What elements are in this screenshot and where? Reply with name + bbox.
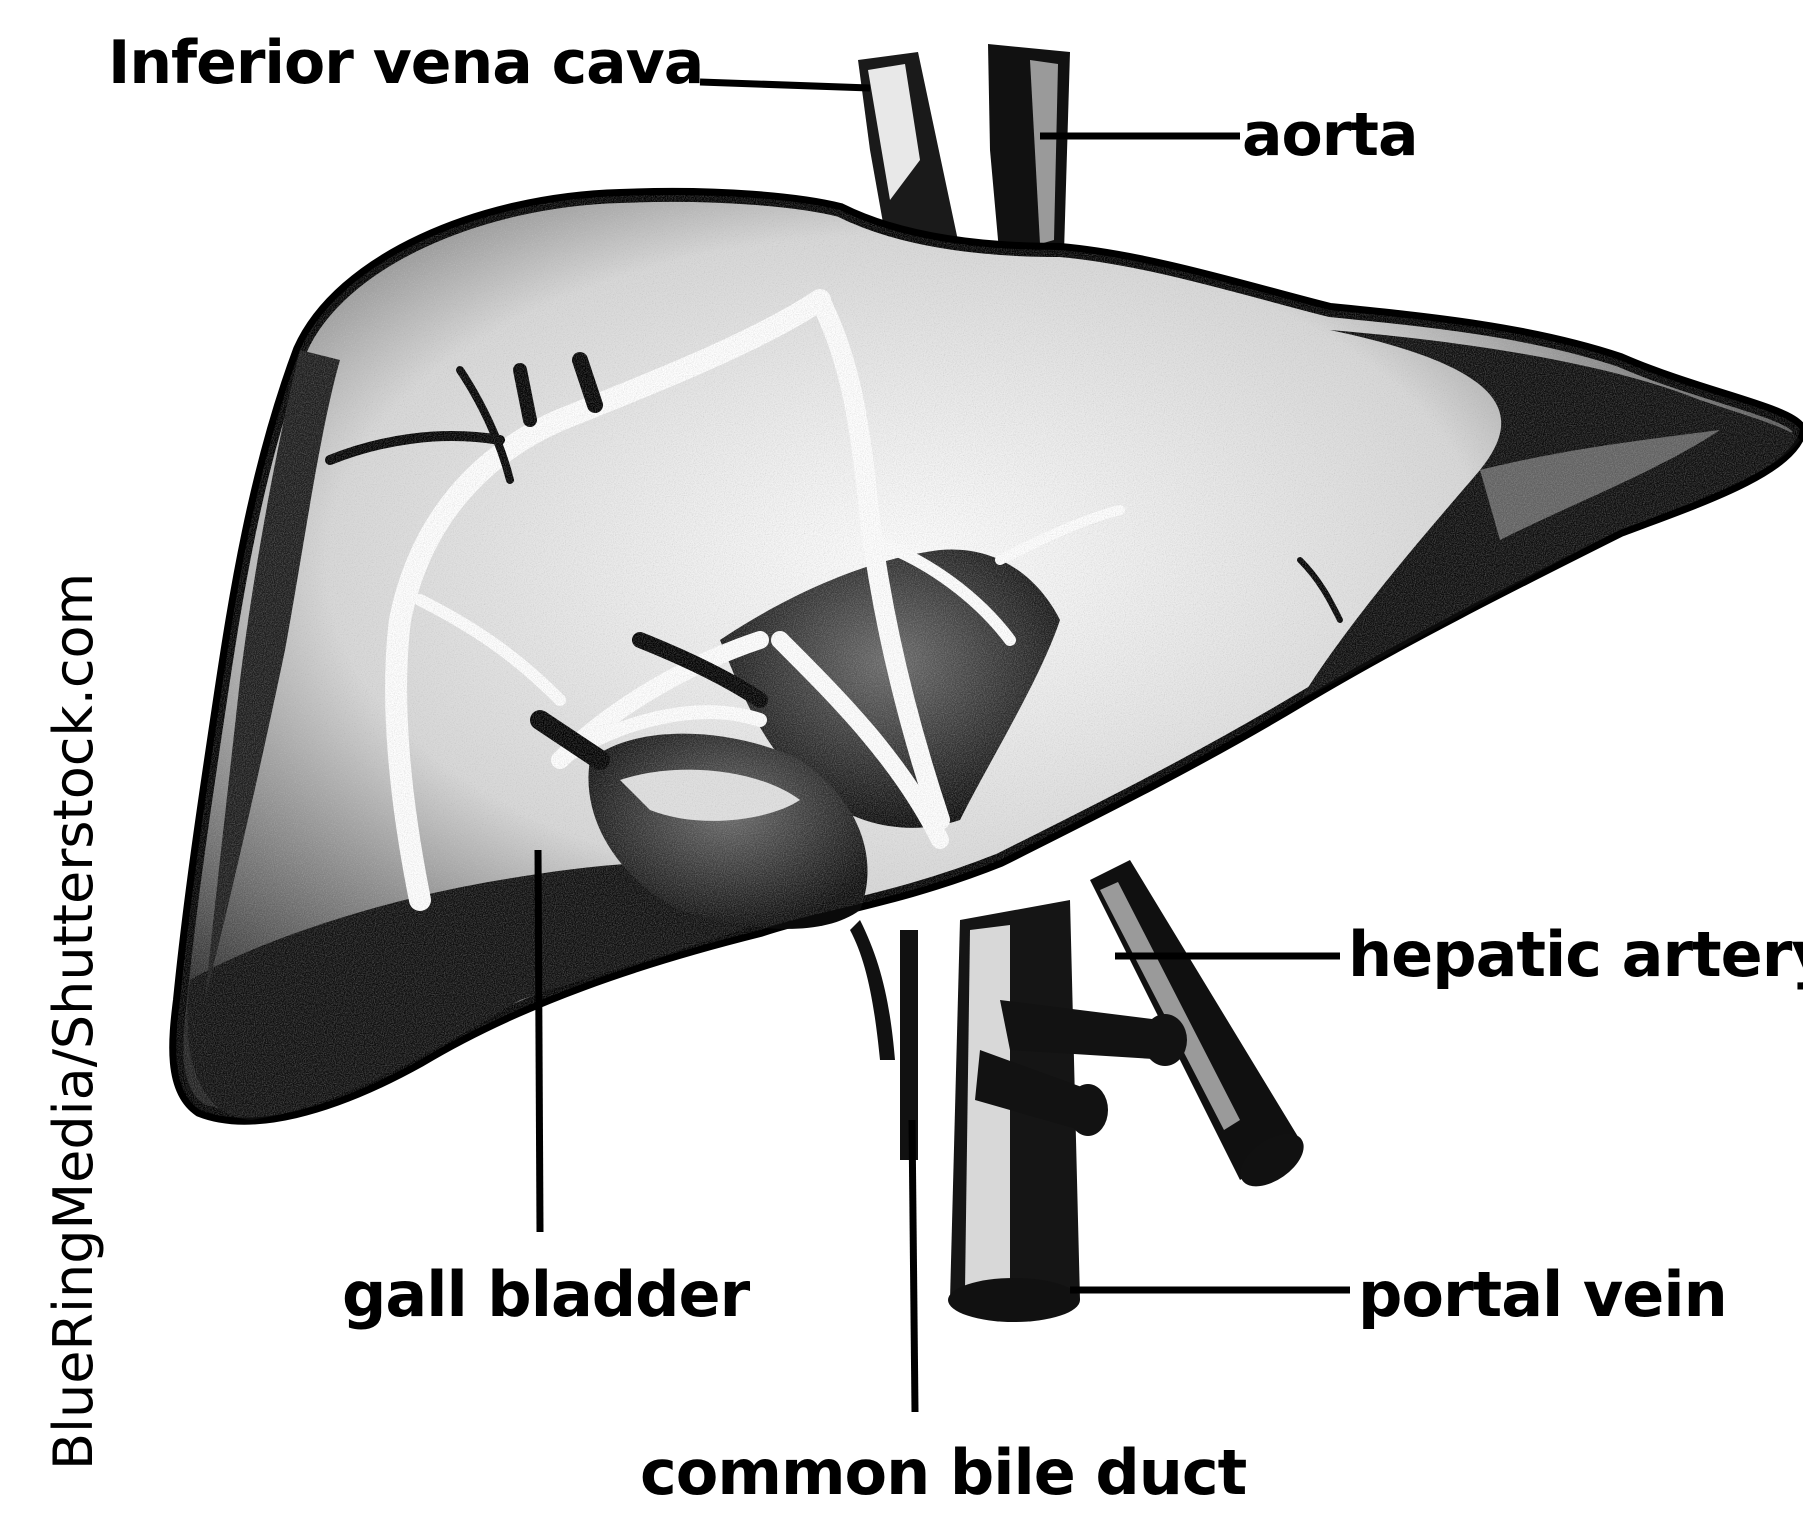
credit-watermark: BlueRingMedia/Shutterstock.com xyxy=(42,573,105,1470)
common-bile-duct-vessel xyxy=(850,920,918,1160)
label-gall-bladder: gall bladder xyxy=(342,1258,749,1331)
label-aorta: aorta xyxy=(1242,100,1417,170)
leader-bile-duct xyxy=(912,1120,915,1412)
label-inferior-vena-cava: Inferior vena cava xyxy=(108,28,703,98)
label-hepatic-artery: hepatic artery xyxy=(1348,918,1803,991)
leader-ivc xyxy=(700,82,870,88)
leader-gall-bladder xyxy=(538,850,540,1232)
label-common-bile-duct: common bile duct xyxy=(640,1436,1246,1509)
label-portal-vein: portal vein xyxy=(1358,1258,1727,1331)
